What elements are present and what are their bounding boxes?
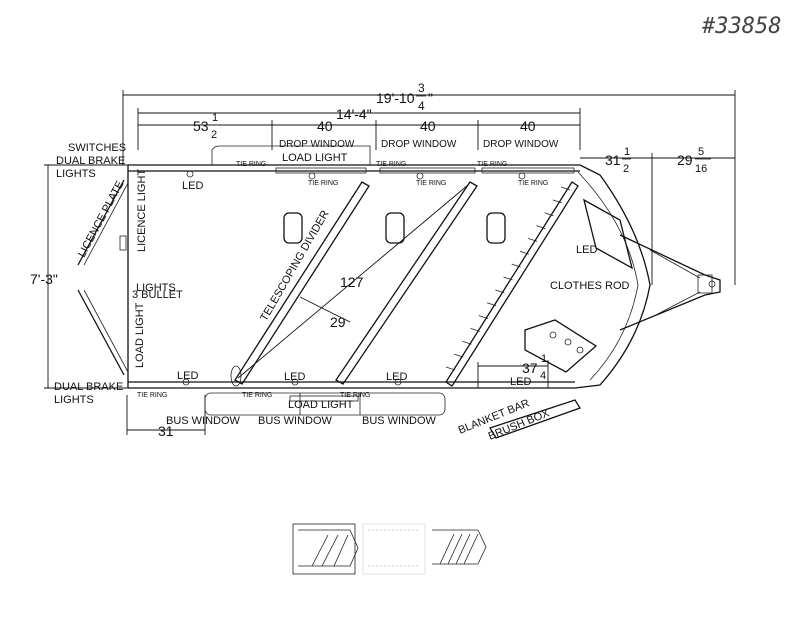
clothes-rod-tick — [536, 225, 546, 229]
tie-ring-8: TIE RING — [242, 392, 272, 399]
dual-brake-top: DUAL BRAKE — [56, 155, 125, 167]
front-frac-den: 2 — [211, 129, 217, 141]
dim-width: 7'-3" — [30, 164, 128, 389]
dim-drop-windows: 40 40 40 DROP WINDOW DROP WINDOW DROP WI… — [272, 118, 580, 150]
clothes-rod-tick — [544, 212, 554, 217]
thumbnail-2 — [362, 523, 426, 575]
rear-offset-dim: 31 — [158, 423, 174, 439]
tie-ring-9: TIE RING — [340, 392, 370, 399]
bullet-lights-line1: 3 BULLET — [132, 289, 183, 301]
dual-brake-bottom: DUAL BRAKE — [54, 381, 123, 393]
clothes-rod-tick — [503, 276, 513, 281]
load-light-bottom: LOAD LIGHT — [288, 399, 354, 411]
clothes-rod-tick — [552, 199, 562, 204]
led-markers — [182, 170, 526, 386]
thumbnail-floorplans — [292, 523, 488, 575]
clothes-rod-label: CLOTHES ROD — [550, 280, 630, 292]
overall-unit: " — [428, 90, 433, 106]
dim-body-length: 14'-4" — [137, 106, 581, 150]
clothes-rod-tick — [528, 238, 538, 242]
tack-frac-den: 4 — [540, 370, 546, 382]
tie-ring-6: TIE RING — [518, 180, 548, 187]
trailer-outline — [77, 145, 721, 416]
window-b-dim: 40 — [420, 118, 436, 134]
telescoping-dividers — [230, 181, 579, 387]
clothes-rod-ticks — [445, 186, 571, 371]
window-c-dim: 40 — [520, 118, 536, 134]
tie-ring-2: TIE RING — [376, 161, 406, 168]
led-5: LED — [576, 244, 597, 256]
clothes-rod-tick — [478, 315, 488, 319]
licence-light-label: LICENCE LIGHT — [136, 169, 148, 252]
load-light-top: LOAD LIGHT — [282, 152, 348, 164]
tack-room — [477, 198, 633, 439]
front-frac-num: 1 — [212, 112, 218, 124]
telescoping-divider-label: TELESCOPING DIVIDER — [258, 208, 331, 323]
nose-dim: 31 — [605, 152, 621, 168]
thumbnail-3 — [428, 523, 488, 575]
divider-gap-label: 29 — [330, 314, 346, 330]
tie-ring-5: TIE RING — [416, 180, 446, 187]
stock-number: #33858 — [701, 14, 781, 39]
led-6: LED — [510, 376, 531, 388]
lights-top: LIGHTS — [56, 168, 96, 180]
overall-frac-den: 4 — [418, 99, 425, 113]
tack-depth-label: 37 — [522, 360, 538, 376]
lights-bottom: LIGHTS — [54, 394, 94, 406]
tie-ring-7: TIE RING — [137, 392, 167, 399]
dim-overall-length: 19'-10 3 4 " — [122, 81, 736, 285]
nose-frac-num: 1 — [624, 146, 630, 158]
tie-ring-4: TIE RING — [308, 180, 338, 187]
overall-frac-num: 3 — [418, 81, 425, 95]
bus-window-1: BUS WINDOW — [166, 415, 241, 427]
switches-label: SWITCHES — [68, 142, 126, 154]
dim-rear-offset: 31 — [126, 395, 206, 439]
body-length-label: 14'-4" — [336, 106, 372, 122]
clothes-rod-tick — [519, 250, 530, 255]
clothes-rod-tick — [495, 289, 505, 294]
thumbnail-1 — [292, 523, 359, 575]
led-2: LED — [177, 370, 198, 382]
load-light-vertical-label: LOAD LIGHT — [134, 302, 146, 368]
stall-windows — [283, 212, 506, 244]
tie-ring-1: TIE RING — [236, 161, 266, 168]
tie-ring-3: TIE RING — [477, 161, 507, 168]
width-dim: 7'-3" — [30, 271, 58, 287]
tongue-frac-num: 5 — [698, 146, 704, 158]
dim-nose-tongue: 31 1 2 29 5 16 — [580, 146, 735, 285]
clothes-rod-tick — [511, 263, 521, 268]
bullet-lights-line2: LIGHTS — [136, 282, 176, 294]
drop-window-1: DROP WINDOW — [279, 139, 355, 150]
clothes-rod-tick — [462, 340, 472, 345]
licence-plate-label: LICENCE PLATE — [76, 179, 126, 259]
bus-window-2: BUS WINDOW — [258, 415, 333, 427]
clothes-rod-tick — [560, 186, 571, 191]
drop-window-2: DROP WINDOW — [381, 139, 457, 150]
clothes-rod-tick — [486, 302, 497, 307]
nose-frac-den: 2 — [623, 163, 629, 175]
drop-window-3: DROP WINDOW — [483, 139, 559, 150]
divider-length-label: 127 — [340, 274, 364, 290]
tack-frac-num: 1 — [541, 353, 547, 365]
window-a-dim: 40 — [317, 118, 333, 134]
tongue-frac-den: 16 — [695, 163, 707, 175]
clothes-rod-tick — [454, 353, 464, 358]
tongue-dim: 29 — [677, 152, 693, 168]
dim-front-section: 53 1 2 — [138, 112, 273, 150]
led-1: LED — [182, 180, 203, 192]
clothes-rod-tick — [445, 366, 456, 371]
led-4: LED — [386, 371, 407, 383]
overall-length-label: 19'-10 — [376, 90, 415, 106]
led-3: LED — [284, 371, 305, 383]
bus-window-3: BUS WINDOW — [362, 415, 437, 427]
front-section-label: 53 — [193, 118, 209, 134]
clothes-rod-tick — [470, 328, 480, 332]
